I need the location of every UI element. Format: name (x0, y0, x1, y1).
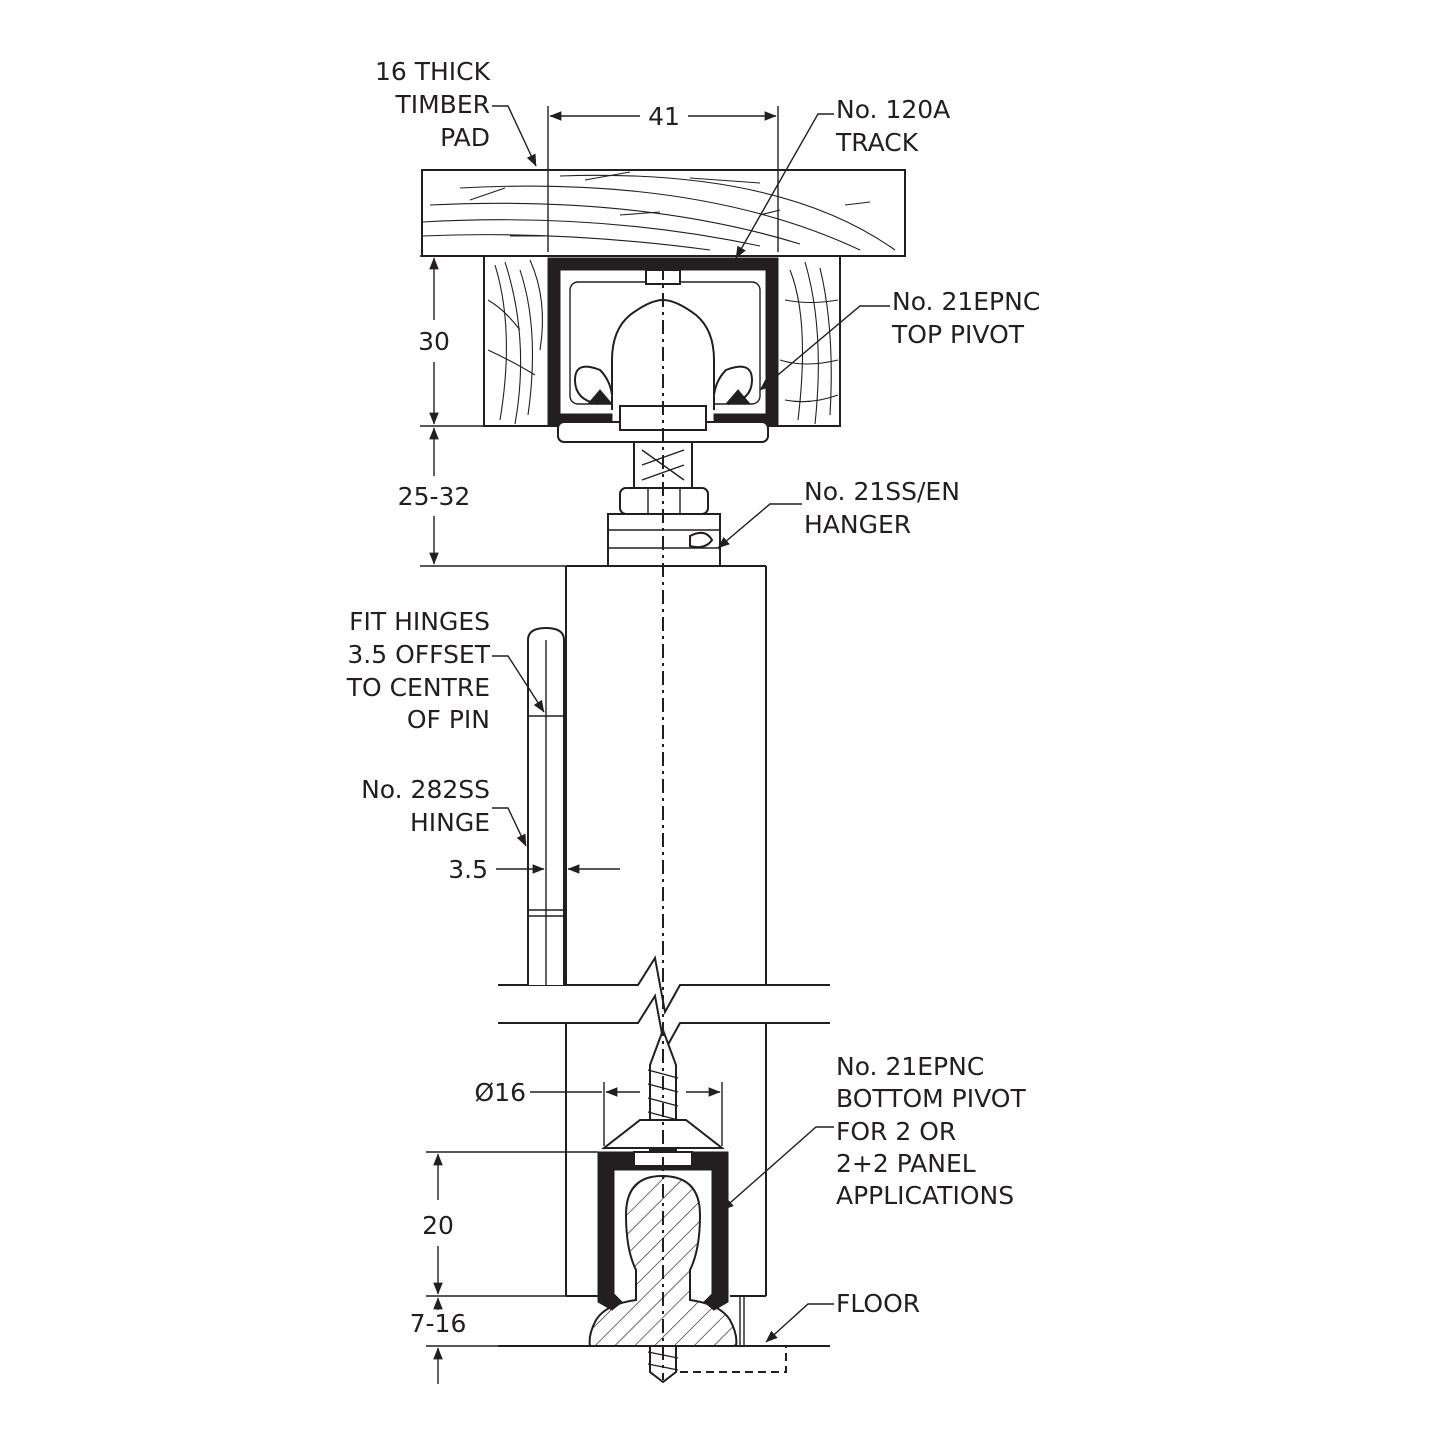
svg-text:APPLICATIONS: APPLICATIONS (836, 1181, 1014, 1210)
hinge (527, 626, 565, 985)
svg-text:No. 282SS: No. 282SS (361, 775, 490, 804)
dimension-track-width: 41 (547, 102, 779, 252)
dimension-track-height: 30 (418, 255, 484, 427)
svg-text:20: 20 (422, 1211, 454, 1240)
svg-text:No. 21SS/EN: No. 21SS/EN (804, 477, 960, 506)
svg-text:Ø16: Ø16 (475, 1078, 527, 1107)
svg-text:41: 41 (648, 102, 680, 131)
svg-text:HANGER: HANGER (804, 510, 911, 539)
svg-text:FOR 2 OR: FOR 2 OR (836, 1117, 956, 1146)
dimension-pivot-height: 20 (422, 1151, 598, 1297)
svg-text:PAD: PAD (440, 123, 490, 152)
timber-pad (421, 169, 906, 257)
svg-text:2+2 PANEL: 2+2 PANEL (836, 1149, 976, 1178)
svg-text:OF PIN: OF PIN (407, 705, 490, 734)
dimension-pivot-diameter: Ø16 (475, 1078, 723, 1146)
label-floor: FLOOR (765, 1289, 920, 1343)
svg-text:FIT HINGES: FIT HINGES (349, 607, 490, 636)
svg-text:HINGE: HINGE (410, 808, 490, 837)
dimension-floor-gap: 7-16 (410, 1297, 498, 1384)
svg-text:3.5 OFFSET: 3.5 OFFSET (347, 640, 490, 669)
svg-text:No. 21EPNC: No. 21EPNC (892, 287, 1040, 316)
label-track: No. 120A TRACK (735, 95, 950, 259)
svg-text:30: 30 (418, 327, 450, 356)
svg-text:3.5: 3.5 (448, 855, 488, 884)
svg-text:TOP PIVOT: TOP PIVOT (891, 320, 1025, 349)
top-pivot (569, 269, 761, 431)
label-top-pivot: No. 21EPNC TOP PIVOT (759, 287, 1040, 391)
label-fit-hinges: FIT HINGES 3.5 OFFSET TO CENTRE OF PIN (346, 607, 545, 734)
svg-text:7-16: 7-16 (410, 1309, 467, 1338)
svg-text:No. 21EPNC: No. 21EPNC (836, 1052, 984, 1081)
svg-text:25-32: 25-32 (398, 482, 471, 511)
svg-text:TRACK: TRACK (835, 128, 919, 157)
door-panel (565, 565, 767, 1297)
label-timber-pad: 16 THICK TIMBER PAD (375, 57, 537, 167)
label-bottom-pivot: No. 21EPNC BOTTOM PIVOT FOR 2 OR 2+2 PAN… (721, 1052, 1026, 1211)
svg-text:TIMBER: TIMBER (394, 90, 490, 119)
svg-text:16 THICK: 16 THICK (375, 57, 491, 86)
svg-text:BOTTOM PIVOT: BOTTOM PIVOT (836, 1084, 1026, 1113)
floor-screw (647, 1345, 787, 1384)
svg-text:FLOOR: FLOOR (836, 1289, 920, 1318)
dimension-track-gap: 25-32 (398, 427, 566, 567)
label-hanger: No. 21SS/EN HANGER (717, 477, 960, 549)
svg-text:TO CENTRE: TO CENTRE (346, 673, 490, 702)
svg-text:No. 120A: No. 120A (836, 95, 950, 124)
label-hinge: No. 282SS HINGE (361, 775, 527, 847)
dimension-hinge-offset: 3.5 (448, 855, 620, 884)
break-line (498, 955, 830, 1053)
